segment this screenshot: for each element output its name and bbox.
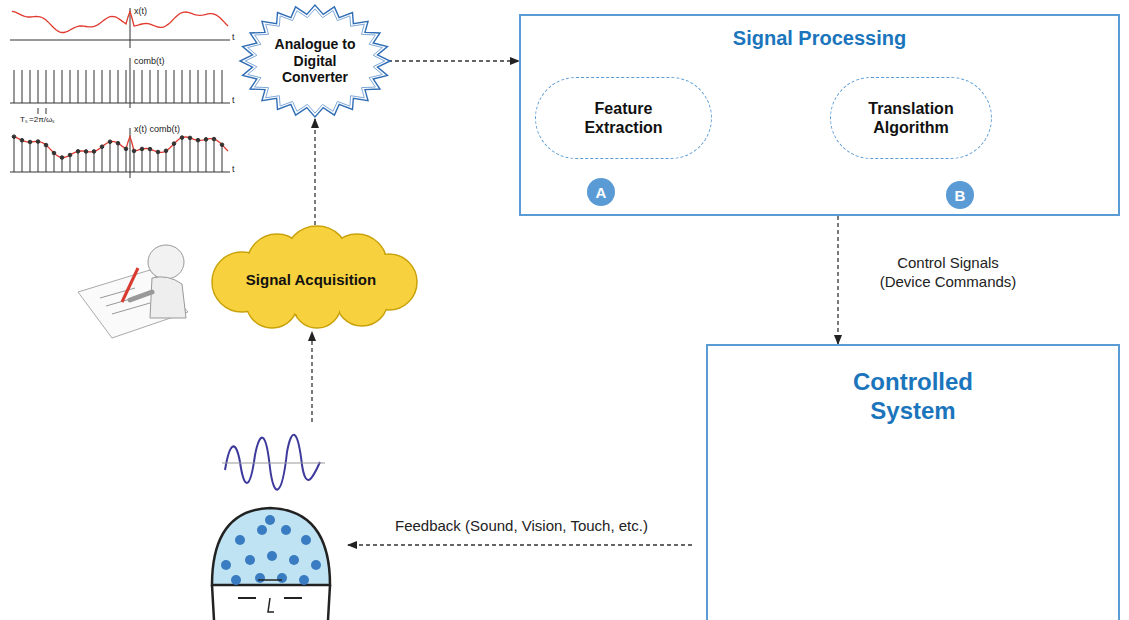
plot-label: comb(t) <box>134 56 165 66</box>
dashed-connector <box>837 216 838 344</box>
process-pill: Feature Extraction <box>535 77 712 159</box>
sampling-plots <box>10 8 230 178</box>
comb-stems <box>12 70 224 172</box>
feedback-arrow <box>348 544 692 545</box>
callout-number: B <box>946 181 974 209</box>
node-title: Controlled System <box>838 368 988 426</box>
node-title: Feature Extraction <box>569 99 679 137</box>
node-title: Analogue to Digital Converter <box>274 36 356 86</box>
brain-wave <box>225 435 320 490</box>
process-pill: Translation Algorithm <box>830 77 992 159</box>
node-title: Translation Algorithm <box>851 99 971 137</box>
converter-burst: Analogue to Digital Converter <box>240 5 390 117</box>
plot-label: t <box>232 95 235 105</box>
plot-label: x(t) comb(t) <box>134 124 180 134</box>
eeg-head <box>212 508 330 620</box>
wave-axis <box>222 463 325 464</box>
callout-number: A <box>587 178 615 206</box>
panel-box: Controlled System <box>706 344 1120 620</box>
node-title: Signal Processing <box>620 26 1020 50</box>
edge-note: Feedback (Sound, Vision, Touch, etc.) <box>392 517 651 534</box>
writer-figure <box>78 245 188 338</box>
signal-curves <box>12 11 228 157</box>
plot-label: t <box>232 164 235 174</box>
cloud-shape: Signal Acquisition <box>197 232 425 327</box>
dashed-connector <box>388 60 519 61</box>
plot-label: Tₛ =2π/ωₛ <box>20 113 54 124</box>
plot-label: x(t) <box>134 6 147 16</box>
acquisition-arrow <box>311 332 312 422</box>
plot-label: t <box>232 32 235 42</box>
edge-label: Control Signals (Device Commands) <box>873 253 1023 292</box>
node-title: Signal Acquisition <box>246 271 376 289</box>
dashed-connector <box>314 119 315 232</box>
